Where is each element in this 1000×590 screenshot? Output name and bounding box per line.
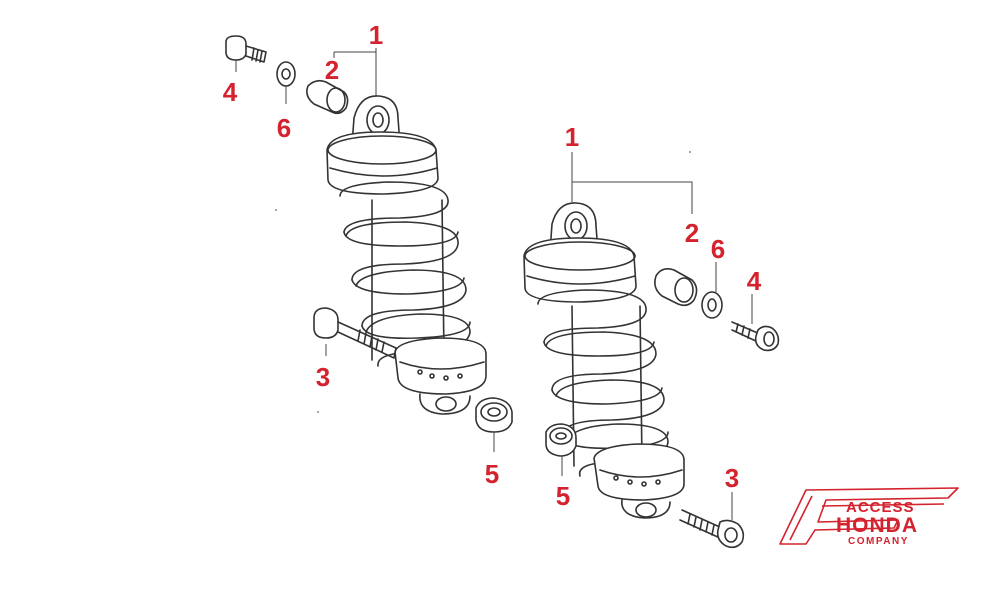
washer-6-left bbox=[276, 61, 296, 87]
callout-1-right: 1 bbox=[564, 122, 580, 152]
nut-5-left bbox=[475, 397, 513, 433]
callout-2-left: 2 bbox=[324, 55, 340, 85]
callout-6-right: 6 bbox=[710, 234, 726, 264]
leader-lines bbox=[235, 48, 753, 520]
bolt-4-right bbox=[731, 321, 780, 352]
logo-line-honda: HONDA bbox=[836, 514, 918, 537]
callout-3-left: 3 bbox=[315, 362, 331, 392]
bolt-3-left bbox=[313, 307, 397, 359]
nut-5-right bbox=[545, 423, 577, 457]
collar-2-left bbox=[306, 79, 349, 115]
callout-1-left: 1 bbox=[368, 20, 384, 50]
left-shock-absorber bbox=[326, 95, 487, 415]
callout-3-right: 3 bbox=[724, 463, 740, 493]
scan-dots bbox=[275, 151, 691, 413]
logo-line-access: ACCESS bbox=[846, 499, 915, 516]
callout-5-left: 5 bbox=[484, 459, 500, 489]
bolt-3-right bbox=[679, 509, 745, 549]
collar-2-right bbox=[654, 268, 698, 307]
bolt-4-left bbox=[225, 35, 267, 63]
logo-line-company: COMPANY bbox=[848, 536, 909, 547]
callout-2-right: 2 bbox=[684, 218, 700, 248]
callout-4-left: 4 bbox=[222, 77, 238, 107]
callout-4-right: 4 bbox=[746, 266, 762, 296]
washer-6-right bbox=[701, 291, 723, 319]
right-shock-absorber bbox=[523, 202, 685, 519]
callout-6-left: 6 bbox=[276, 113, 292, 143]
callout-5-right: 5 bbox=[555, 481, 571, 511]
